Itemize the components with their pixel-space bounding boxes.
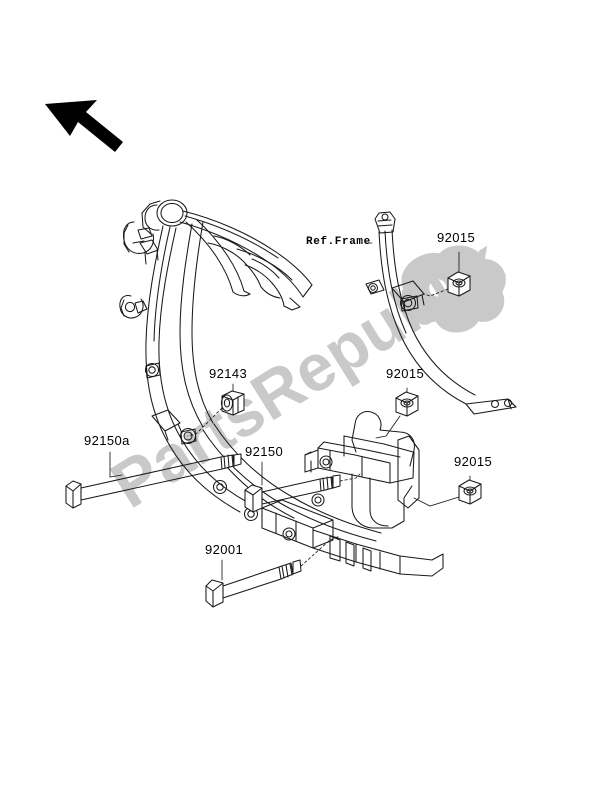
leader-92001-b — [300, 535, 341, 567]
label-92001: 92001 — [205, 542, 244, 557]
part-92143-collar — [220, 390, 245, 416]
right-vertical-tube — [374, 211, 517, 415]
label-92015-mid: 92015 — [386, 366, 425, 381]
upper-wishbone-plates — [185, 219, 301, 311]
label-92015-bot: 92015 — [454, 454, 493, 469]
right-tube-upper-lug — [365, 279, 385, 295]
leader-92150-b — [339, 473, 361, 482]
main-down-tube — [145, 225, 248, 513]
leader-92015-bot-b — [413, 496, 460, 507]
label-92150: 92150 — [245, 444, 284, 459]
part-92150-bolt — [244, 474, 341, 513]
engine-mount-box-left — [261, 499, 334, 549]
part-92015-mid — [395, 391, 419, 417]
part-92015-bot — [458, 479, 482, 505]
label-92143: 92143 — [209, 366, 248, 381]
fastener-parts — [65, 271, 482, 608]
label-ref-frame: Ref.Frame — [306, 236, 371, 248]
leader-lines — [109, 242, 471, 581]
lower-crossmember — [312, 529, 444, 577]
leader-92150a — [109, 451, 123, 478]
upper-frame-rail — [179, 210, 313, 298]
part-92001-bolt — [205, 559, 302, 608]
leader-92143-b — [187, 407, 223, 437]
label-92150a: 92150a — [84, 433, 130, 448]
frame-lineart — [119, 199, 517, 577]
direction-arrow — [45, 100, 123, 152]
engine-hanger-bracket — [304, 411, 420, 529]
down-tube-nut — [144, 362, 161, 379]
inner-down-tube — [179, 221, 214, 428]
label-92015-top: 92015 — [437, 230, 476, 245]
mid-left-lug — [151, 409, 197, 445]
head-tube-assembly — [123, 199, 188, 254]
leader-92015-top-b — [423, 288, 449, 297]
part-92150a-bolt — [65, 453, 242, 509]
leader-92015-mid-b — [375, 415, 401, 439]
part-92015-top — [447, 271, 471, 297]
bracket-small-nuts — [311, 455, 333, 507]
